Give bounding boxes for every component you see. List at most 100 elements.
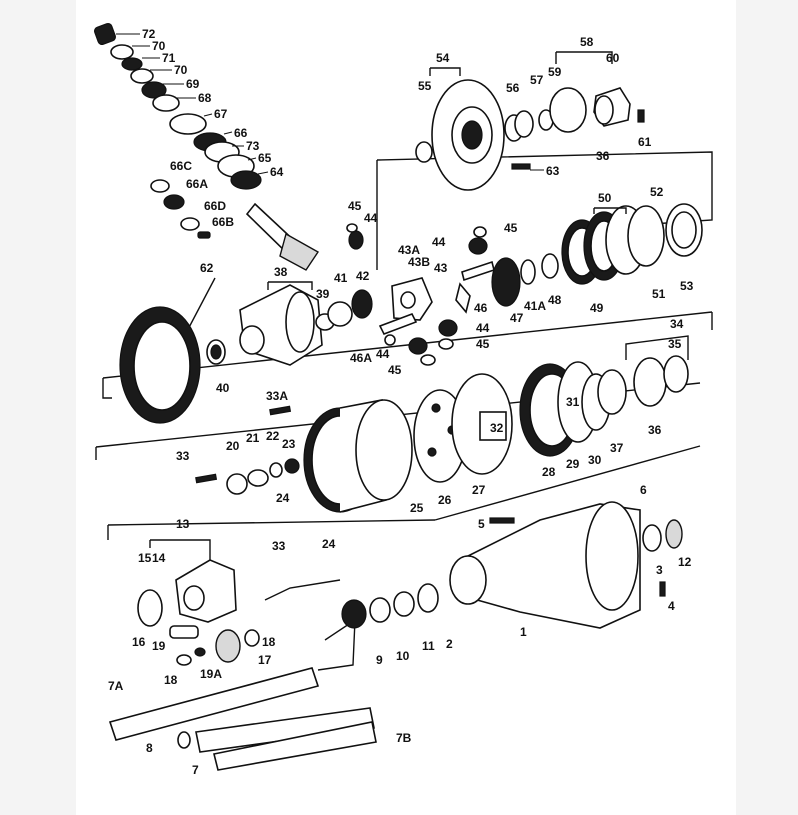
part-43-shaft-right (461, 260, 495, 282)
part-70-ring (110, 44, 134, 60)
part-7A-shaft (108, 667, 320, 741)
label-9: 9 (376, 653, 383, 667)
part-46A-pin (384, 334, 396, 346)
part-22-washer (269, 462, 283, 478)
label-45c: 45 (476, 337, 490, 351)
label-48: 48 (548, 293, 562, 307)
part-5-bolt (489, 517, 515, 524)
label-70a: 70 (152, 39, 166, 53)
label-18b: 18 (164, 673, 178, 687)
part-6-housing-flange (585, 501, 639, 611)
part-11-ring (393, 591, 415, 617)
part-18-washer (244, 629, 260, 647)
part-12-gear (665, 519, 683, 549)
part-69-bearing (141, 81, 167, 99)
housing-assembly (108, 501, 683, 771)
part-41A-washer (520, 259, 536, 285)
label-63: 63 (546, 164, 560, 178)
part-37-bearing (597, 369, 627, 415)
part-72-plug (93, 22, 117, 46)
part-7B-shaft (213, 721, 377, 771)
label-15: 15 (138, 551, 152, 565)
label-70b: 70 (174, 63, 188, 77)
label-7A: 7A (108, 679, 124, 693)
part-21-link (247, 469, 269, 487)
label-46A: 46A (350, 351, 372, 365)
part-51-piston (627, 205, 665, 267)
label-30: 30 (588, 453, 602, 467)
part-54-bore (461, 120, 483, 150)
label-65: 65 (258, 151, 272, 165)
part-68-ring (152, 94, 180, 112)
divider-lower (434, 445, 701, 521)
label-35: 35 (668, 337, 682, 351)
label-45a: 45 (348, 199, 362, 213)
part-41-gear (327, 301, 353, 327)
part-59-seal (549, 87, 587, 133)
bracket-13 (149, 539, 211, 560)
label-72: 72 (142, 27, 156, 41)
part-62-pinion-gear (279, 232, 320, 271)
label-5: 5 (478, 517, 485, 531)
part-17-gear (215, 629, 241, 663)
part-4-pin (659, 581, 666, 597)
label-13: 13 (176, 517, 190, 531)
label-44a: 44 (364, 211, 378, 225)
label-24a: 24 (276, 491, 290, 505)
label-45b: 45 (504, 221, 518, 235)
part-10-ring (369, 597, 391, 623)
leader-shaft-connection (264, 579, 341, 601)
part-64-bearing (230, 170, 262, 190)
label-21: 21 (246, 431, 260, 445)
label-10: 10 (396, 649, 410, 663)
label-17: 17 (258, 653, 272, 667)
part-2-seal (417, 583, 439, 613)
label-32: 32 (490, 421, 504, 435)
label-53: 53 (680, 279, 694, 293)
label-68: 68 (198, 91, 212, 105)
label-22: 22 (266, 429, 280, 443)
part-9-bearing (341, 599, 367, 629)
label-28: 28 (542, 465, 556, 479)
label-61: 61 (638, 135, 652, 149)
part-33-pin (195, 473, 218, 484)
label-49: 49 (590, 301, 604, 315)
bracket-50 (593, 207, 627, 214)
divider-lower-left (107, 519, 436, 526)
label-51: 51 (652, 287, 666, 301)
label-3: 3 (656, 563, 663, 577)
label-27: 27 (472, 483, 486, 497)
pinion-stack (93, 22, 320, 271)
part-33A-pin (269, 405, 292, 416)
part-13-bore (183, 585, 205, 611)
label-41: 41 (334, 271, 348, 285)
label-67: 67 (214, 107, 228, 121)
label-52: 52 (650, 185, 664, 199)
bracket-34 (625, 335, 689, 360)
part-44-pinion-low (438, 319, 458, 337)
label-4: 4 (668, 599, 675, 613)
bracket-54 (429, 67, 461, 76)
part-66A-bearing (163, 194, 185, 210)
label-66: 66 (234, 126, 248, 140)
label-36a: 36 (596, 149, 610, 163)
label-37: 37 (610, 441, 624, 455)
part-43-cross-shaft (378, 312, 418, 336)
label-66A: 66A (186, 177, 208, 191)
label-19: 19 (152, 639, 166, 653)
label-33b: 33 (272, 539, 286, 553)
label-59: 59 (548, 65, 562, 79)
label-38: 38 (274, 265, 288, 279)
label-44c: 44 (476, 321, 490, 335)
label-43B: 43B (408, 255, 430, 269)
part-61-bolt (637, 109, 645, 123)
part-3-ring (642, 524, 662, 552)
label-36b: 36 (648, 423, 662, 437)
part-56-bearing-b (514, 110, 534, 138)
label-42: 42 (356, 269, 370, 283)
part-43A-hub (400, 291, 416, 309)
label-18a: 18 (262, 635, 276, 649)
label-58: 58 (580, 35, 594, 49)
part-23-nut (284, 458, 300, 474)
bracket-58 (555, 51, 613, 64)
